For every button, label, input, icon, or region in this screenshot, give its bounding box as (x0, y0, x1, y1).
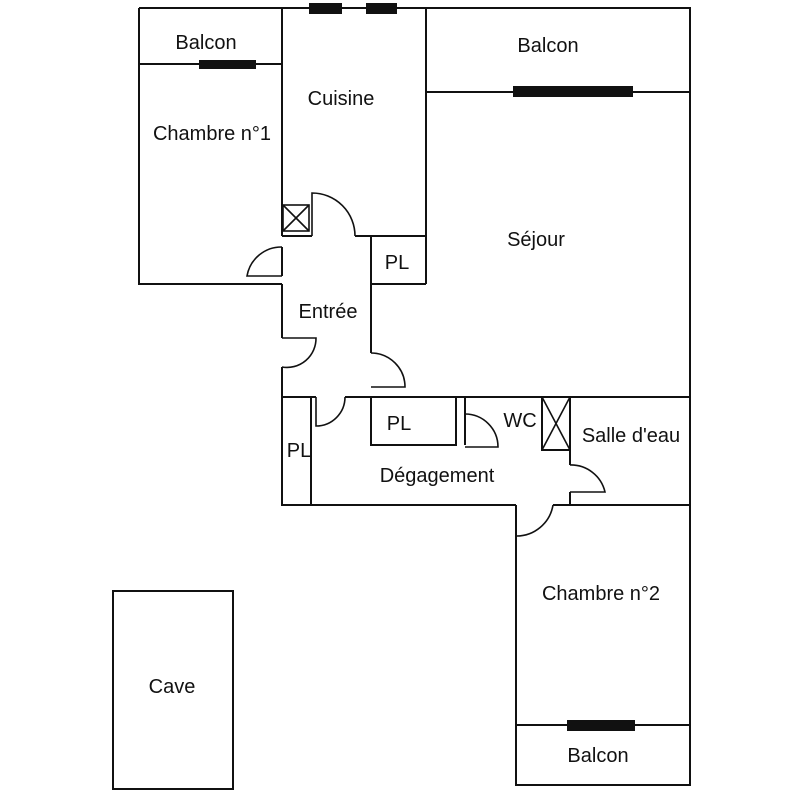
label-pl-3: PL (387, 413, 411, 435)
door-cuisine (311, 192, 356, 237)
windows (199, 3, 635, 731)
door-chambre-1 (246, 246, 283, 277)
vent-wc (541, 396, 571, 451)
window-chambre-1 (199, 60, 256, 69)
window-cuisine-1 (309, 3, 342, 14)
vent-wc-cross (541, 396, 571, 451)
door-sejour (370, 352, 406, 388)
vent-cuisine-cross (282, 204, 310, 232)
label-wc: WC (503, 410, 536, 432)
window-chambre-2 (567, 720, 635, 731)
label-salle-eau: Salle d'eau (582, 425, 680, 447)
wall-salle-eau (569, 450, 690, 506)
label-pl-2: PL (287, 440, 311, 462)
wall-pl-2 (281, 397, 516, 506)
doors (246, 192, 607, 537)
door-degagement (315, 396, 346, 427)
label-cave: Cave (149, 676, 196, 698)
label-balcon-2: Balcon (517, 35, 578, 57)
vents (282, 204, 571, 451)
label-sejour: Séjour (507, 229, 565, 251)
cave-outline (112, 590, 234, 790)
wall-chambre-2 (515, 504, 691, 786)
label-chambre-1: Chambre n°1 (153, 123, 271, 145)
door-wc (464, 413, 499, 448)
vent-cuisine (282, 204, 310, 232)
room-labels: Balcon Chambre n°1 Cuisine Balcon Séjour… (149, 32, 681, 767)
window-sejour (513, 86, 633, 97)
label-degagement: Dégagement (380, 465, 495, 487)
label-balcon-1: Balcon (175, 32, 236, 54)
door-entree-left (281, 337, 317, 369)
window-cuisine-2 (366, 3, 397, 14)
label-entree: Entrée (299, 301, 358, 323)
wall-pl-3 (370, 397, 457, 446)
label-balcon-3: Balcon (567, 745, 628, 767)
door-chambre-2 (515, 504, 554, 537)
door-salle-eau (569, 464, 607, 493)
label-cuisine: Cuisine (308, 88, 375, 110)
label-chambre-2: Chambre n°2 (542, 583, 660, 605)
label-pl-1: PL (385, 252, 409, 274)
